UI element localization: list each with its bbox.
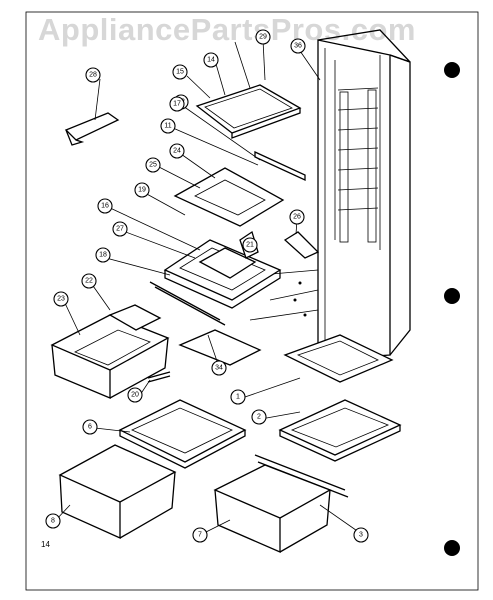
callout-17: 17 <box>169 96 185 112</box>
diagram-border <box>25 11 479 591</box>
part-26-clip <box>283 231 320 259</box>
callout-label: 19 <box>138 187 146 194</box>
callout-label: 18 <box>99 252 107 259</box>
callout-22: 22 <box>81 273 97 289</box>
callout-label: 36 <box>294 43 302 50</box>
callout-label: 20 <box>131 392 139 399</box>
callout-8: 8 <box>45 513 61 529</box>
part-24-glass-shelf <box>173 167 285 227</box>
callout-label: 28 <box>89 72 97 79</box>
callout-2: 2 <box>251 409 267 425</box>
callout-34: 34 <box>211 360 227 376</box>
part-7-crisper-drawer <box>213 464 332 553</box>
part-28-bin <box>64 112 120 146</box>
callout-36: 36 <box>290 38 306 54</box>
callout-19: 19 <box>134 182 150 198</box>
watermark: AppliancePartsPros.com <box>38 12 416 47</box>
leader-lines <box>54 39 364 536</box>
callout-18: 18 <box>95 247 111 263</box>
callout-25: 25 <box>145 157 161 173</box>
callout-1: 1 <box>230 389 246 405</box>
callout-label: 1 <box>236 394 240 401</box>
callout-label: 8 <box>51 518 55 525</box>
callout-label: 23 <box>57 296 65 303</box>
callout-16: 16 <box>97 198 113 214</box>
part-34-bracket <box>178 329 262 366</box>
right-crisper-cover <box>283 334 394 383</box>
callout-label: 6 <box>88 424 92 431</box>
callout-23: 23 <box>53 291 69 307</box>
binder-hole-middle <box>444 288 460 304</box>
callout-label: 26 <box>293 214 301 221</box>
fasteners <box>293 281 307 317</box>
callout-21: 21 <box>242 237 258 253</box>
callout-7: 7 <box>192 527 208 543</box>
part-8-crisper-drawer <box>58 444 177 540</box>
callout-label: 25 <box>149 162 157 169</box>
binder-hole-top <box>444 62 460 78</box>
cabinet <box>249 29 411 361</box>
callout-29: 29 <box>255 29 271 45</box>
part-2-crisper-frame <box>278 399 402 462</box>
callout-label: 17 <box>173 101 181 108</box>
part-11-rail <box>254 150 306 182</box>
callout-20: 20 <box>127 387 143 403</box>
callout-14: 14 <box>203 52 219 68</box>
callout-label: 29 <box>259 34 267 41</box>
callout-label: 21 <box>246 242 254 249</box>
part-18-crisper-frame <box>149 239 282 326</box>
callout-24: 24 <box>169 143 185 159</box>
callout-label: 7 <box>198 532 202 539</box>
callout-label: 34 <box>215 365 223 372</box>
callout-label: 27 <box>116 226 124 233</box>
part-6-crisper-cover <box>118 399 247 469</box>
callout-3: 3 <box>353 527 369 543</box>
callout-28: 28 <box>85 67 101 83</box>
callout-label: 14 <box>207 57 215 64</box>
binder-hole-bottom <box>444 540 460 556</box>
callout-group: 1236781112141516171819202122232425262728… <box>45 29 369 543</box>
callout-15: 15 <box>172 64 188 80</box>
callout-26: 26 <box>289 209 305 225</box>
callout-label: 24 <box>173 148 181 155</box>
part-23-drawer <box>50 304 170 399</box>
callout-27: 27 <box>112 221 128 237</box>
callout-6: 6 <box>82 419 98 435</box>
part-12-top-shelf <box>195 84 302 139</box>
callout-label: 22 <box>85 278 93 285</box>
callout-label: 2 <box>257 414 261 421</box>
callout-label: 3 <box>359 532 363 539</box>
page-number: 14 <box>41 540 50 549</box>
callout-label: 15 <box>176 69 184 76</box>
callout-label: 16 <box>101 203 109 210</box>
callout-label: 11 <box>164 123 171 130</box>
part-20 <box>147 371 171 383</box>
callout-11: 11 <box>160 118 176 134</box>
